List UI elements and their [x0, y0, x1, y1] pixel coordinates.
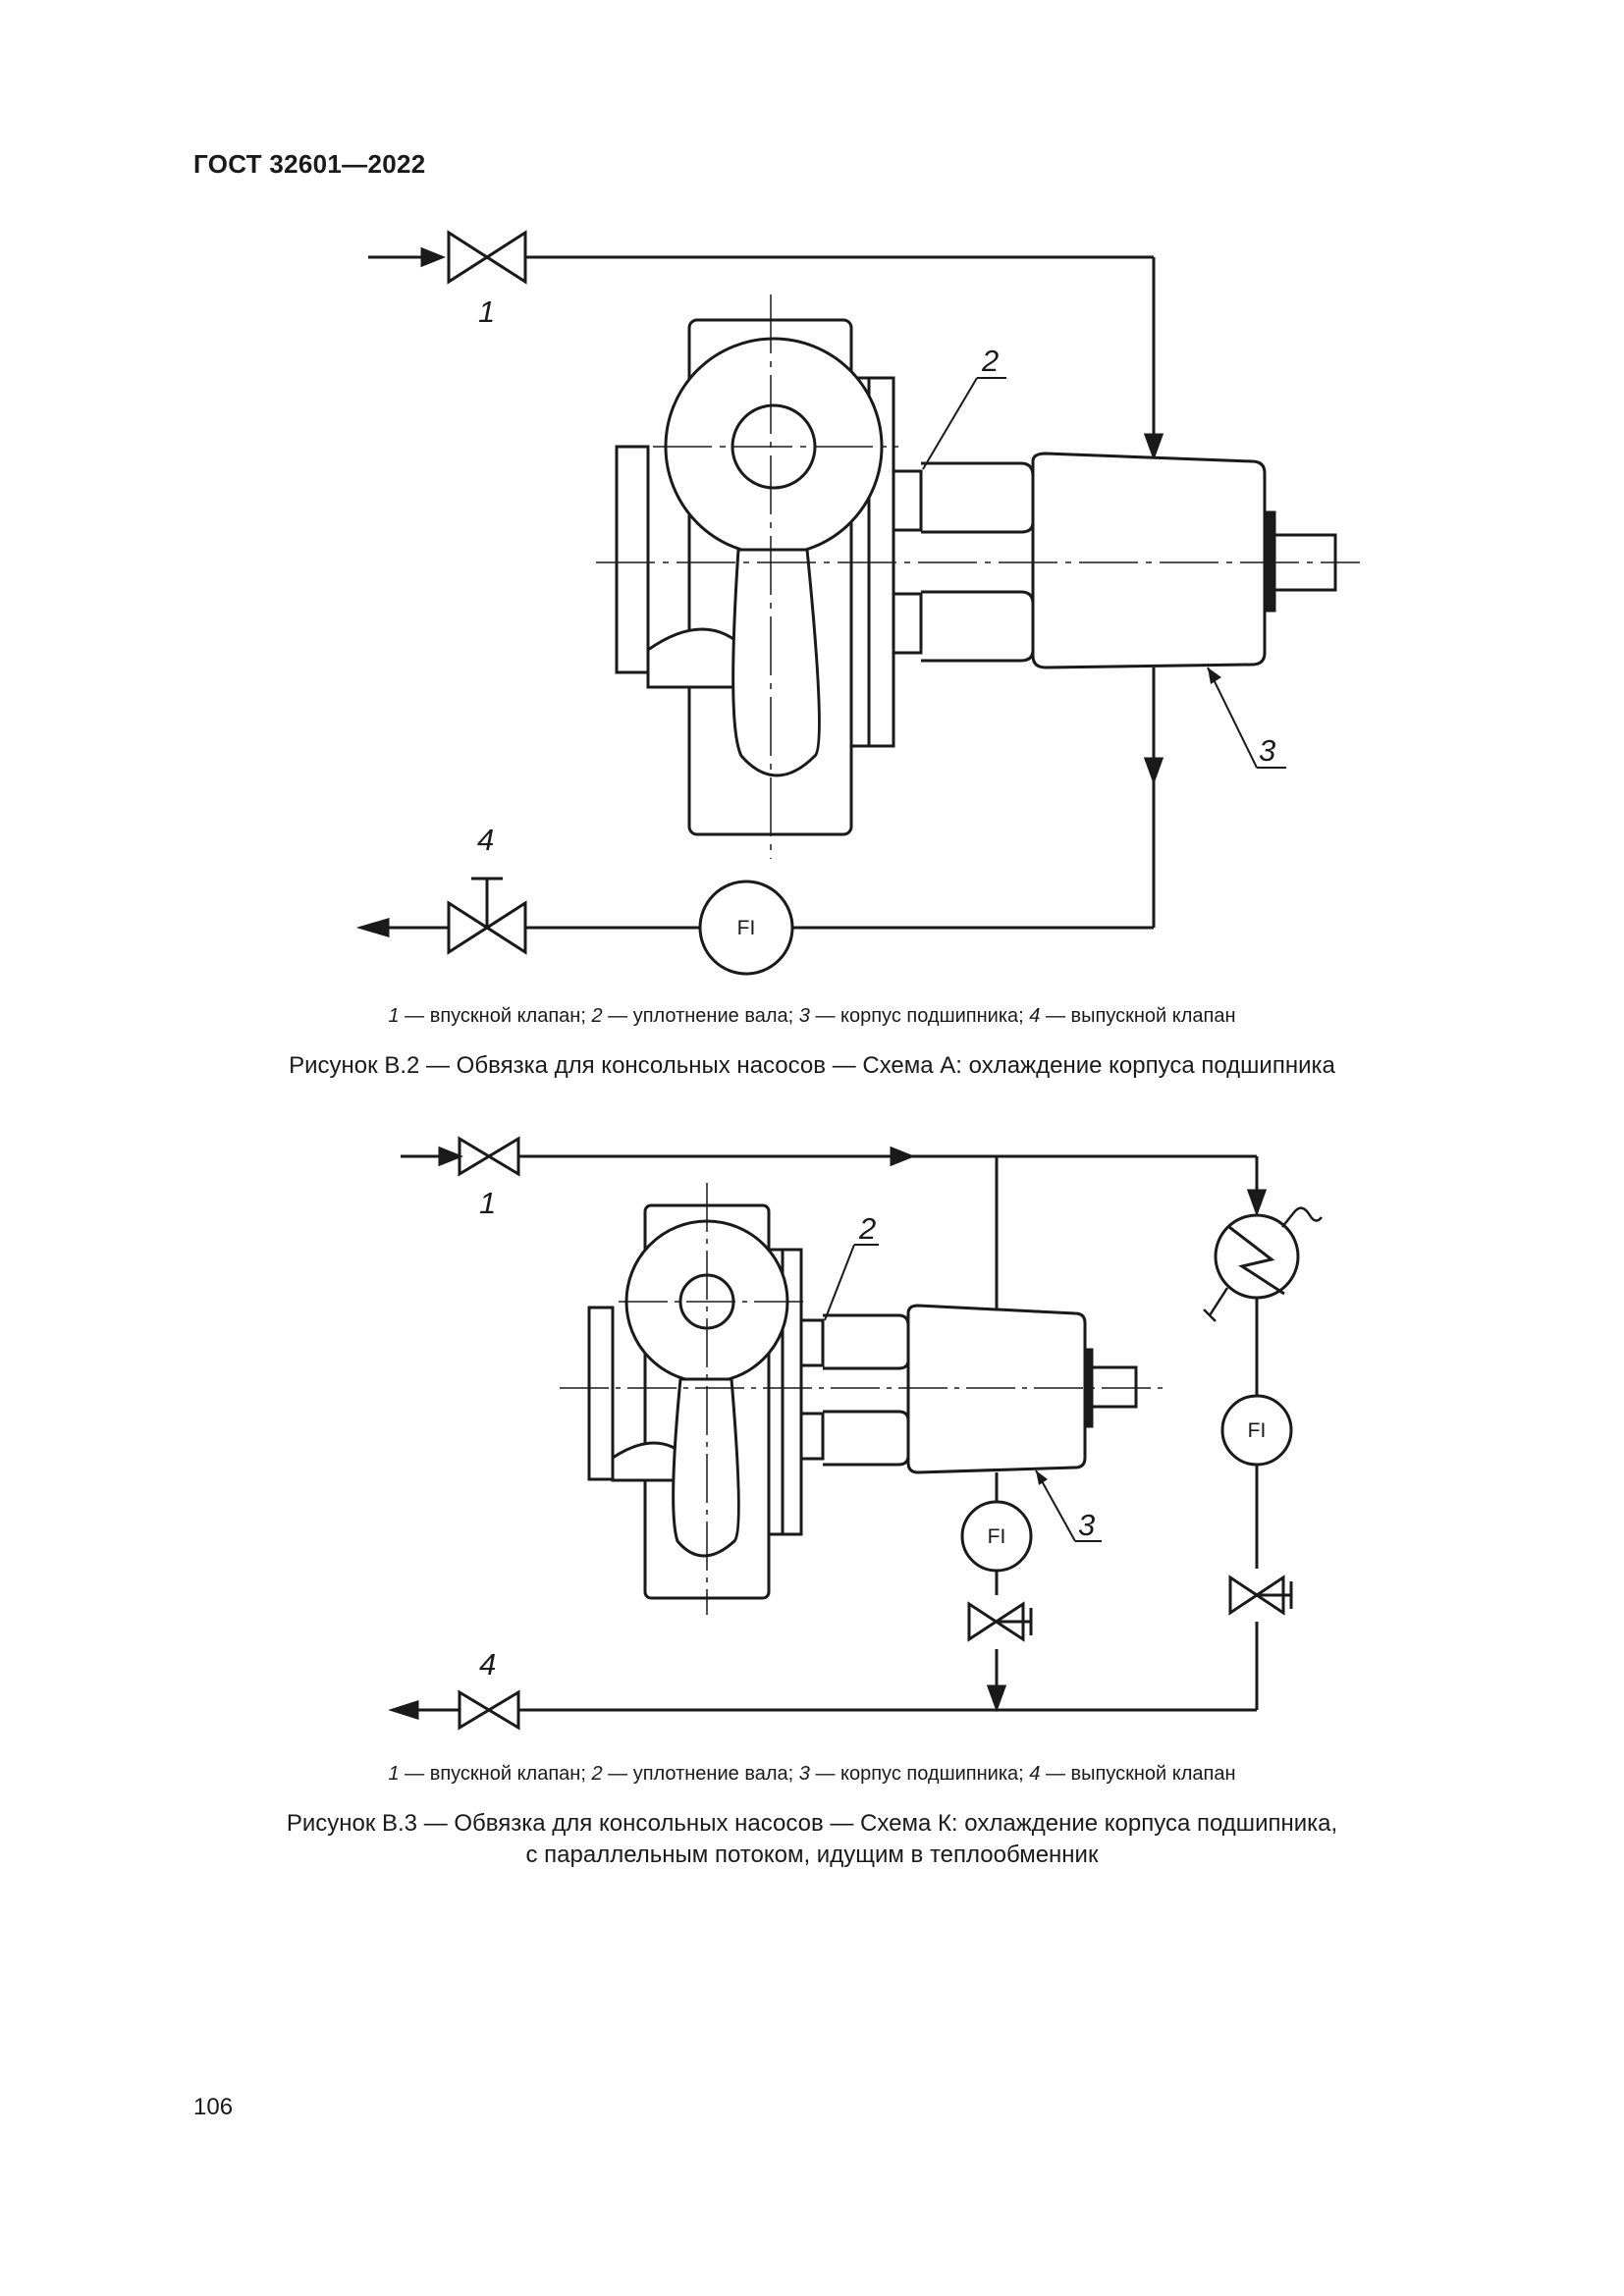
callout-2: 2 [981, 344, 999, 378]
bearing-branch [960, 1472, 1033, 1713]
exchanger-branch [1220, 1298, 1293, 1710]
center-lines [596, 294, 1360, 859]
shaft-seal-2 [892, 469, 923, 655]
document-header: ГОСТ 32601—2022 [193, 149, 426, 179]
figure-b2-legend: 1 — впускной клапан; 2 — уплотнение вала… [388, 1005, 1236, 1027]
inlet-valve-1-b3 [458, 1136, 520, 1177]
outlet-valve-4 [447, 877, 527, 955]
flow-indicator-2-label: FI [1248, 1419, 1267, 1442]
callout-2-b3: 2 [858, 1211, 876, 1246]
callout-1: 1 [478, 294, 495, 329]
figure-b3-title-line2: с параллельным потоком, идущим в теплооб… [525, 1842, 1099, 1868]
figure-b2-title: Рисунок В.2 — Обвязка для консольных нас… [289, 1052, 1335, 1079]
figure-b3-legend: 1 — впускной клапан; 2 — уплотнение вала… [388, 1763, 1236, 1785]
leader-2 [922, 377, 978, 470]
heat-exchanger [1203, 1206, 1323, 1322]
figure-b3-diagram: 1 2 3 FI [388, 1136, 1323, 1731]
shaft-seal-2-b3 [799, 1318, 825, 1461]
outlet-line-b3 [388, 1699, 1257, 1721]
inlet-line [368, 246, 1164, 461]
figure-b3-title-line1: Рисунок В.3 — Обвязка для консольных нас… [286, 1810, 1338, 1837]
callout-3: 3 [1259, 733, 1275, 768]
flow-indicator-label: FI [737, 917, 756, 939]
bearing-housing-3-b3 [823, 1304, 1138, 1474]
callout-4-b3: 4 [479, 1647, 496, 1682]
flow-indicator [698, 880, 794, 976]
inlet-valve-1 [447, 230, 527, 285]
bearing-housing-3 [921, 452, 1337, 669]
outlet-valve-4-b3 [458, 1689, 520, 1731]
figure-b2-diagram: 1 2 3 [0, 0, 1624, 991]
pump-casing-b3 [587, 1203, 803, 1600]
leader-2-b3 [824, 1244, 855, 1321]
page-number: 106 [193, 2094, 234, 2120]
flow-indicator-1-label: FI [988, 1525, 1006, 1548]
outlet-line [355, 667, 1164, 938]
inlet-line-b3 [401, 1146, 1268, 1315]
callout-3-b3: 3 [1078, 1508, 1095, 1542]
callout-1-b3: 1 [479, 1186, 496, 1220]
callout-4: 4 [477, 823, 494, 857]
center-lines-b3 [560, 1183, 1168, 1615]
leader-3 [1207, 667, 1258, 769]
